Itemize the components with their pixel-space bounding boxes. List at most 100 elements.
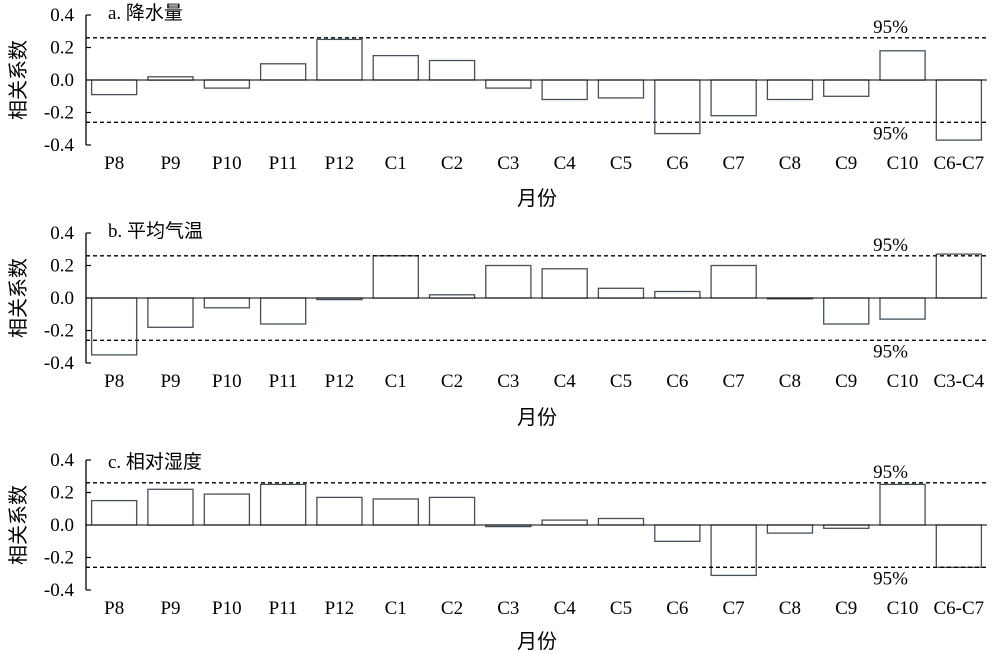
x-tick-label: P8 — [104, 371, 124, 392]
bars — [90, 38, 983, 141]
x-tick-label: C4 — [554, 371, 577, 392]
x-tick-label: C10 — [887, 153, 919, 174]
x-tick-label: C3 — [497, 598, 519, 619]
x-tick-label: P9 — [160, 153, 180, 174]
axes — [85, 232, 987, 364]
bar-C2 — [428, 496, 476, 526]
bar-C6 — [654, 79, 701, 135]
bar-C6-C7 — [935, 79, 983, 141]
x-tick-label: P10 — [212, 153, 242, 174]
bar-C5 — [597, 79, 645, 99]
y-tick-label: -0.4 — [44, 353, 75, 374]
reference-lines: 95% 95% — [86, 235, 987, 362]
x-tick-label: C7 — [723, 371, 745, 392]
reference-label: 95% — [873, 341, 908, 362]
bar-P11 — [259, 483, 307, 526]
y-tick-label: 0.2 — [50, 483, 74, 504]
bar-P10 — [203, 79, 251, 89]
bar-P8 — [90, 79, 138, 96]
x-tick-label: C7 — [723, 598, 745, 619]
bar-C9 — [823, 79, 870, 97]
axes — [85, 14, 987, 146]
y-tick-label: 0.4 — [50, 5, 74, 26]
bar-C5 — [597, 517, 645, 526]
bar-C2 — [428, 59, 476, 81]
x-tick-label: C2 — [441, 371, 463, 392]
y-tick-label: 0.4 — [50, 223, 74, 244]
x-tick-label: C2 — [441, 598, 463, 619]
x-axis-label: 月份 — [517, 187, 557, 210]
x-tick-label: C9 — [835, 371, 857, 392]
bar-C4 — [541, 79, 588, 101]
x-tick-label: C5 — [610, 153, 632, 174]
y-tick-label: -0.2 — [44, 103, 74, 124]
reference-lines: 95%95% — [86, 462, 987, 589]
bar-C4 — [541, 519, 588, 526]
y-tick-label: 0.4 — [50, 450, 74, 471]
x-tick-label: P12 — [325, 598, 355, 619]
x-tick-label: C5 — [610, 598, 632, 619]
bar-C9 — [823, 297, 870, 325]
bar-C6 — [654, 290, 701, 299]
reference-label: 95% — [873, 462, 908, 483]
reference-label: 95% — [873, 123, 908, 144]
x-tick-label: C3-C4 — [933, 371, 984, 392]
y-axis-label: 相关系数 — [7, 485, 30, 565]
x-tick-label: P9 — [160, 598, 180, 619]
x-tick-label: C10 — [887, 371, 919, 392]
bar-P12 — [316, 38, 363, 81]
bar-P11 — [259, 297, 307, 325]
y-tick-label: 0.0 — [50, 288, 74, 309]
bar-C8 — [766, 524, 814, 534]
x-tick-label: C6 — [666, 153, 688, 174]
bar-C7 — [710, 264, 757, 299]
bar-C10 — [879, 483, 926, 526]
bar-C7 — [710, 79, 757, 117]
x-tick-label: C3 — [497, 153, 519, 174]
panel-title: a. 降水量 — [108, 2, 183, 24]
bar-C4 — [541, 268, 588, 299]
bar-P9 — [147, 297, 194, 328]
x-tick-label: C6 — [666, 371, 688, 392]
y-tick-label: -0.2 — [44, 548, 74, 569]
bar-C10 — [879, 50, 926, 81]
x-tick-label: C1 — [385, 598, 407, 619]
reference-lines: 95%95% — [86, 17, 987, 144]
x-tick-label: C6-C7 — [933, 598, 984, 619]
bar-C6 — [654, 524, 701, 542]
x-tick-label: C8 — [779, 598, 801, 619]
bars — [90, 253, 983, 356]
bar-C1 — [372, 54, 419, 81]
bars — [90, 483, 983, 577]
x-tick-label: P9 — [160, 371, 180, 392]
x-tick-label: P11 — [269, 153, 298, 174]
bar-P8 — [90, 499, 138, 526]
x-tick-label: C6 — [666, 598, 688, 619]
y-tick-label: 0.0 — [50, 515, 74, 536]
x-tick-label: C7 — [723, 153, 745, 174]
x-tick-label: C10 — [887, 598, 919, 619]
y-tick-labels: 0.40.20.0-0.2-0.4 — [44, 223, 75, 374]
bar-P9 — [147, 488, 194, 526]
x-tick-label: C1 — [385, 371, 407, 392]
y-tick-label: 0.0 — [50, 70, 74, 91]
x-tick-label: C8 — [779, 153, 801, 174]
x-tick-label: C1 — [385, 153, 407, 174]
x-tick-label: P10 — [212, 371, 242, 392]
y-tick-label: -0.4 — [44, 135, 75, 156]
panel-title: c. 相对湿度 — [108, 451, 202, 473]
panel-title: b. 平均气温 — [108, 220, 203, 242]
bar-P12 — [316, 496, 363, 526]
x-tick-label: P11 — [269, 371, 298, 392]
reference-label: 95% — [873, 235, 908, 256]
bar-P8 — [90, 297, 138, 356]
x-tick-label: P11 — [269, 598, 298, 619]
bar-C1 — [372, 498, 419, 526]
